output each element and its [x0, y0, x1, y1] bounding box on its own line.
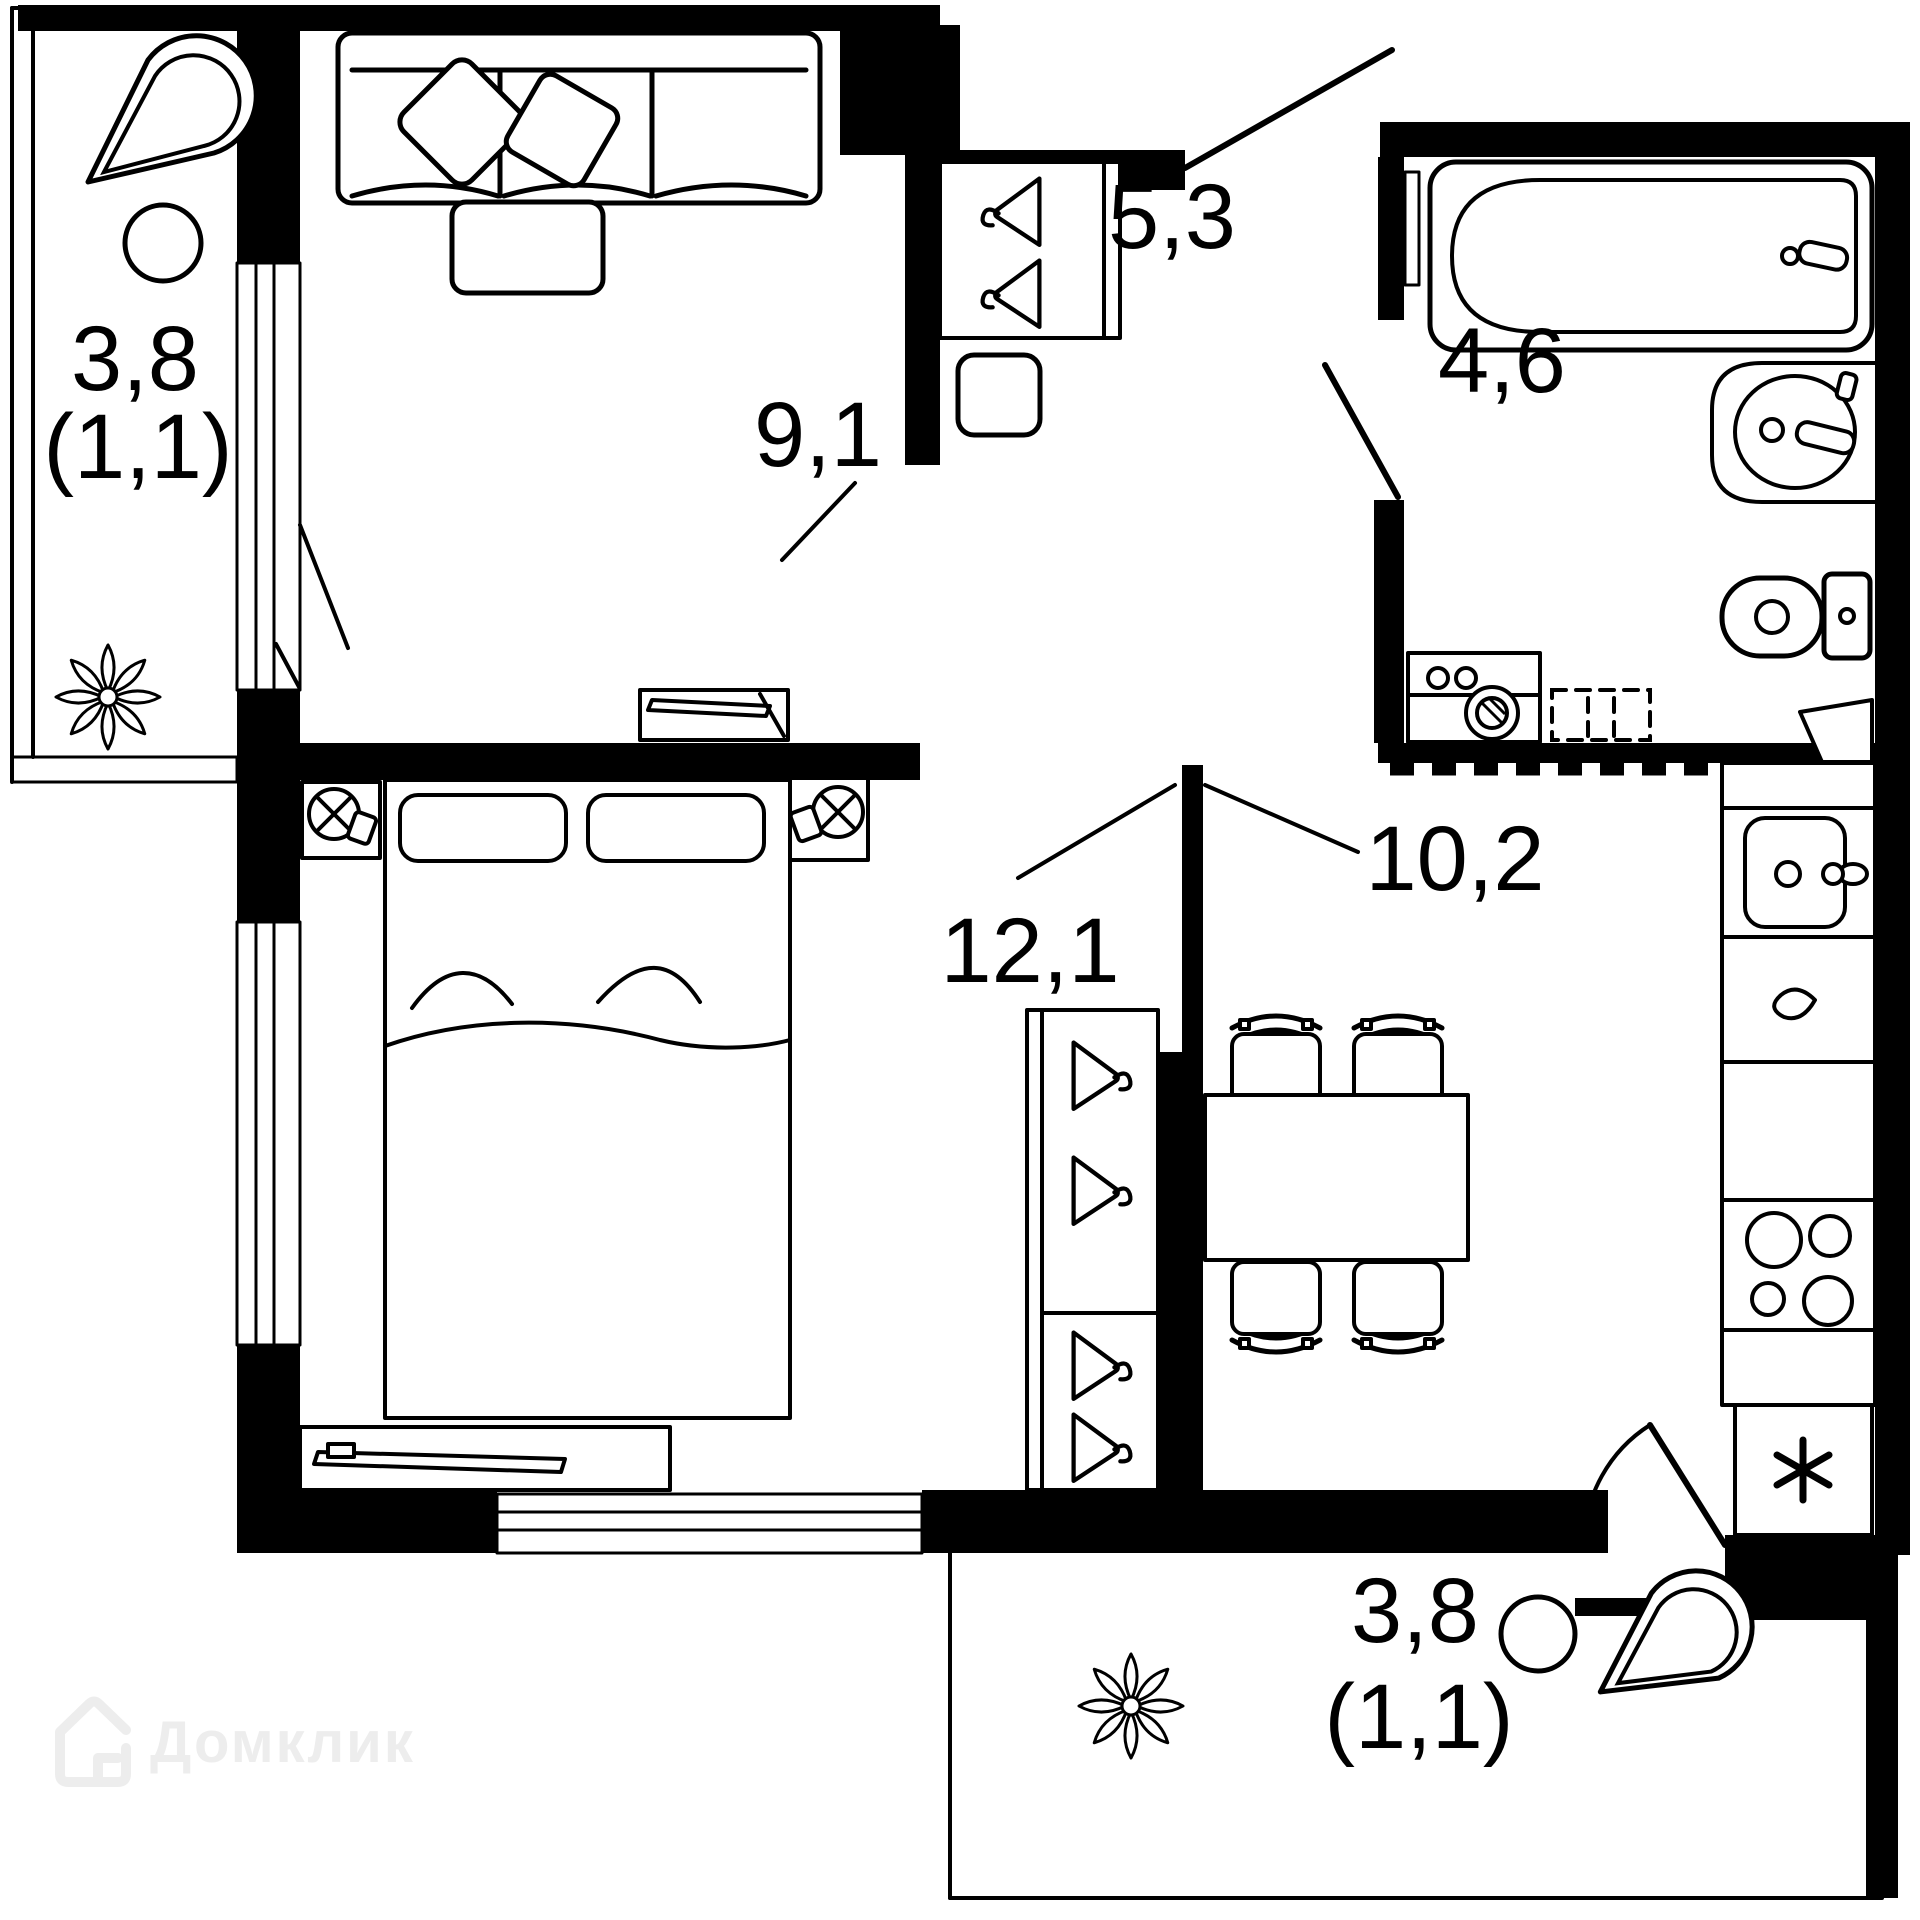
- armchair-icon: [1597, 1568, 1755, 1695]
- cabinet-icon: [638, 688, 790, 742]
- dining-set: [1203, 1013, 1470, 1355]
- windows: [235, 261, 924, 1555]
- doors: [274, 47, 1728, 1548]
- wall: [1378, 743, 1875, 763]
- wall: [300, 743, 920, 780]
- stool-icon: [955, 352, 1043, 438]
- wall: [237, 1490, 497, 1553]
- entrance-door-leaf: [1182, 47, 1395, 171]
- wall: [1374, 500, 1404, 743]
- fridge-icon: [1733, 1403, 1874, 1537]
- room-labels: 3,8 (1,1) 9,1 5,3 4,6 12,1 10,2 3,8 (1,1…: [43, 166, 1566, 1768]
- balcony-top-outline: [10, 6, 302, 784]
- wall: [1866, 1615, 1898, 1898]
- leader-kitchen: [1203, 783, 1360, 854]
- round-table-icon: [122, 202, 204, 284]
- label-hall-area: 5,3: [1108, 166, 1236, 268]
- chair-icon: [1229, 1013, 1323, 1108]
- bed-icon: [383, 778, 792, 1420]
- nightstand-icon: [785, 776, 870, 862]
- hanger-icon: [1071, 1040, 1133, 1111]
- kitchen-sink-icon: [1743, 816, 1869, 929]
- wall: [1875, 122, 1910, 1555]
- wall: [1182, 765, 1203, 1052]
- sink-icon: [1710, 361, 1875, 504]
- round-table-icon: [1498, 1594, 1578, 1674]
- handle-icon: [1772, 987, 1817, 1021]
- wall: [1380, 122, 1910, 157]
- label-balcony-bottom-area: 3,8: [1351, 1560, 1479, 1662]
- hall-wardrobe: [938, 160, 1122, 340]
- living-balcony-door-lines: [274, 523, 350, 689]
- wall: [905, 155, 940, 465]
- hanger-icon: [1071, 1412, 1133, 1483]
- bathtub-icon: [1427, 159, 1875, 353]
- wall: [1160, 1052, 1203, 1490]
- label-bath-area: 4,6: [1438, 310, 1566, 412]
- balcony-door: [1582, 1422, 1728, 1548]
- leader-bedroom: [1016, 783, 1177, 880]
- nightstand-icon: [300, 780, 382, 860]
- coffee-table-icon: [449, 199, 606, 296]
- leader-lines: [780, 481, 1360, 880]
- kitchen-counter: [1720, 761, 1877, 1537]
- stove-icon: [1745, 1211, 1854, 1327]
- watermark: Домклик: [55, 1696, 415, 1787]
- hanger-icon: [980, 258, 1042, 329]
- house-icon: [55, 1696, 131, 1787]
- label-balcony-bottom-coef: (1,1): [1324, 1666, 1513, 1768]
- label-bedroom-area: 12,1: [940, 900, 1119, 1002]
- plant-icon: [1077, 1652, 1185, 1760]
- appliance-placeholder: [1550, 688, 1652, 742]
- wall: [1725, 1535, 1898, 1620]
- lamp-icon: [811, 785, 865, 839]
- plant-icon: [54, 643, 162, 751]
- leader-living: [780, 481, 857, 562]
- pillow-icon: [397, 57, 527, 187]
- toilet-icon: [1719, 571, 1873, 661]
- bathroom-door-leaf: [1322, 362, 1401, 500]
- armchair-icon: [85, 33, 259, 185]
- window-bedroom-left: [235, 920, 302, 1347]
- sofa-icon: [335, 30, 823, 206]
- label-balcony-top-coef: (1,1): [43, 396, 232, 498]
- wall: [840, 25, 960, 155]
- wall: [922, 1490, 1608, 1553]
- shelf-icon: [1403, 170, 1421, 287]
- window-living-balcony: [235, 261, 302, 692]
- pillow-icon: [503, 71, 621, 189]
- wall: [237, 690, 300, 922]
- hanger-icon: [980, 176, 1042, 247]
- wall: [1378, 157, 1404, 320]
- dining-table-icon: [1203, 1093, 1470, 1262]
- window-bedroom-bottom: [495, 1492, 924, 1555]
- chair-icon: [1229, 1260, 1323, 1355]
- lamp-icon: [307, 787, 361, 841]
- chair-icon: [1351, 1260, 1445, 1355]
- hanger-icon: [1071, 1330, 1133, 1401]
- label-living-area: 9,1: [754, 384, 882, 486]
- snowflake-icon: [1773, 1436, 1833, 1504]
- chair-icon: [1351, 1013, 1445, 1108]
- label-balcony-top-area: 3,8: [71, 308, 199, 410]
- watermark-text: Домклик: [150, 1710, 415, 1775]
- hanger-icon: [1071, 1155, 1133, 1226]
- balcony-bottom-outline: [948, 1551, 1884, 1900]
- walls: [18, 5, 1910, 1898]
- tv-stand-icon: [298, 1425, 672, 1492]
- label-kitchen-area: 10,2: [1365, 808, 1544, 910]
- washing-machine-icon: [1406, 651, 1542, 744]
- bedroom-wardrobe: [1025, 1008, 1160, 1492]
